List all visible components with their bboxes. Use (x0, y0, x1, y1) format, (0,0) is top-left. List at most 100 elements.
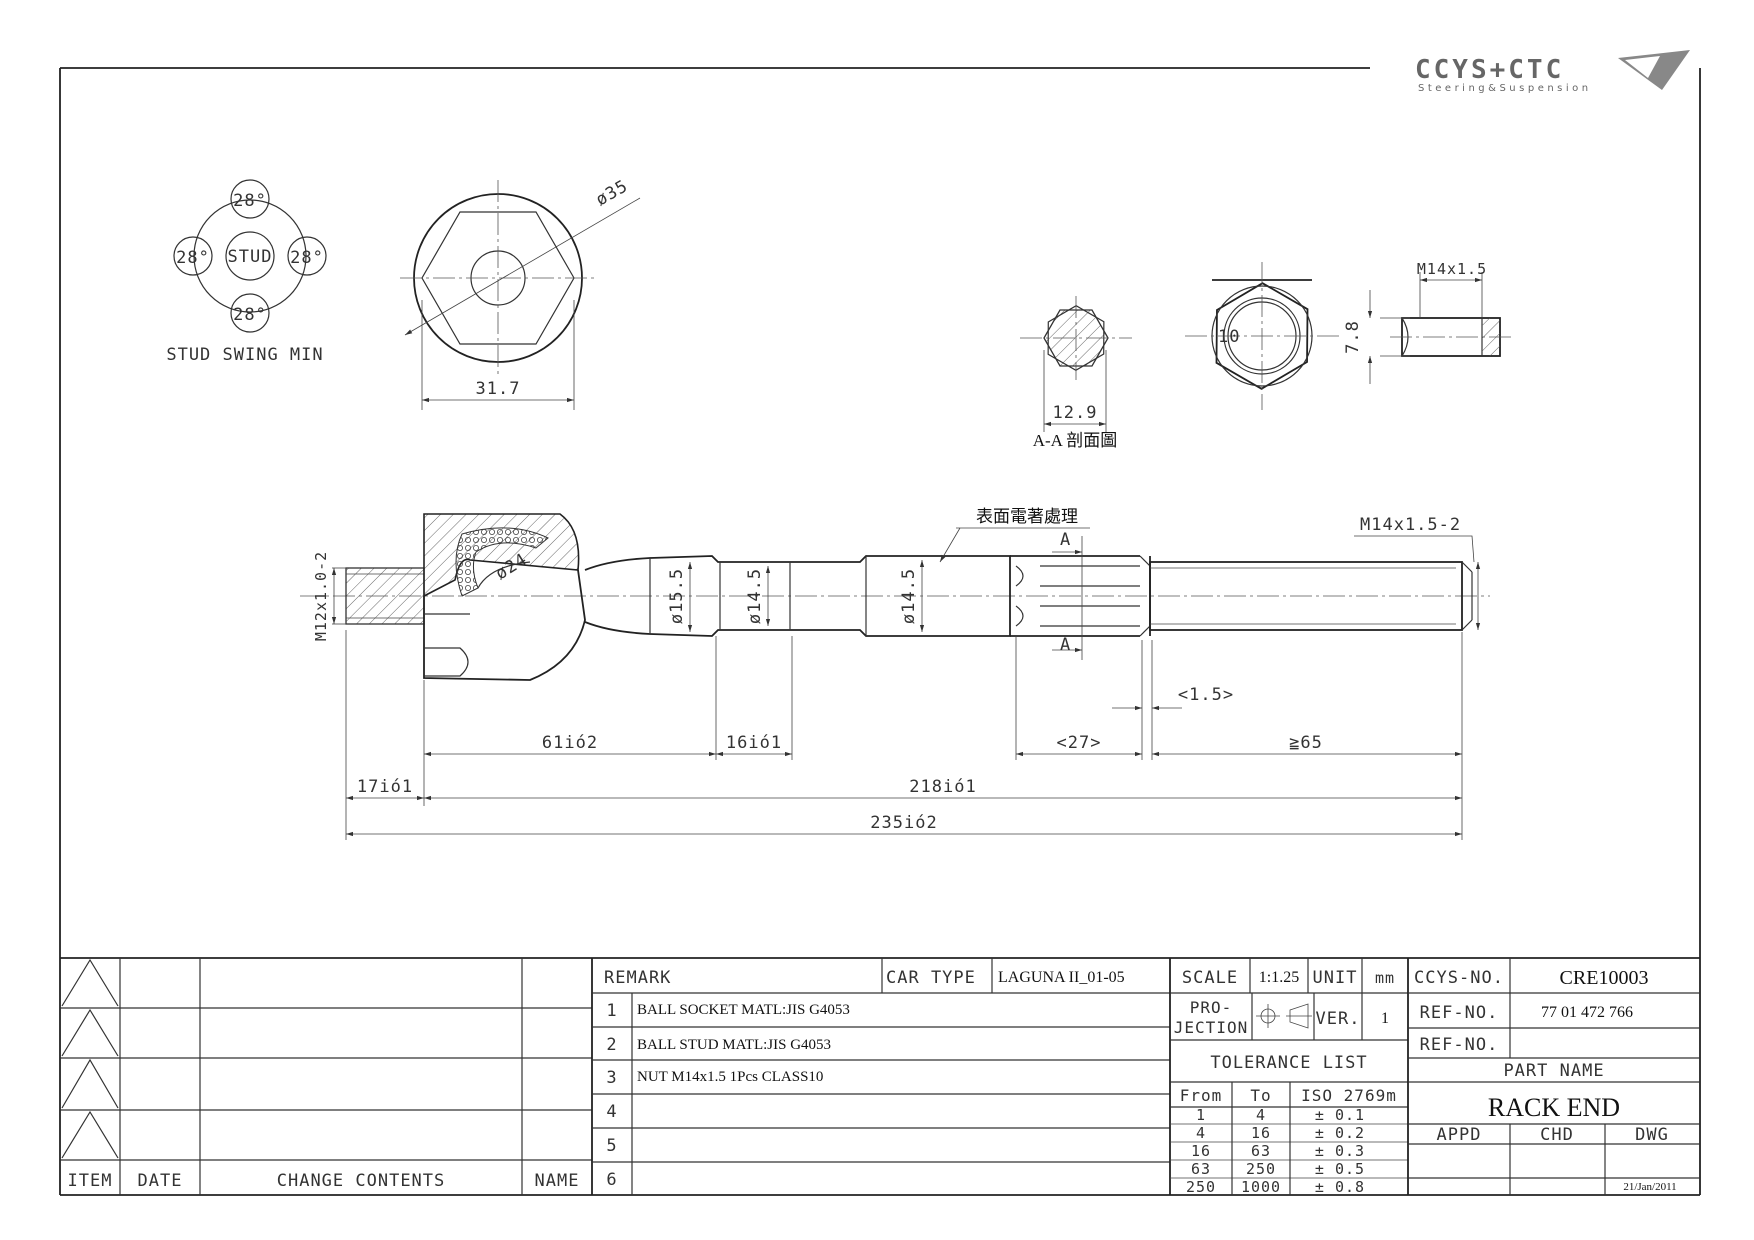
outer-thread-label: M14x1.5-2 (1360, 515, 1461, 535)
rod-dia-1-label: ø15.5 (667, 568, 687, 624)
remark-text-3: NUT M14x1.5 1Pcs CLASS10 (637, 1069, 823, 1085)
dim-235: 235ió2 (870, 813, 937, 833)
remark-no-6: 6 (606, 1170, 617, 1190)
ref-no-value-1: 77 01 472 766 (1541, 1004, 1633, 1021)
tol-header-from: From (1180, 1086, 1223, 1105)
rack-end-main-view: ø24 ø15.5 ø14.5 ø14.5 A A (300, 507, 1490, 840)
tol-row-4-from: 63 (1191, 1160, 1211, 1178)
stud-swing-view: STUD 28° 28° 28° 28° STUD SWING MIN (166, 179, 327, 365)
tol-row-2-val: ± 0.2 (1315, 1124, 1365, 1142)
car-type-value: LAGUNA II_01-05 (998, 969, 1125, 986)
remark-no-2: 2 (606, 1035, 617, 1055)
scale-tolerance-block: SCALE 1:1.25 UNIT mm PRO- JECTION VER. 1… (1170, 958, 1409, 1196)
rod-dia-2-label: ø14.5 (745, 568, 765, 624)
brand-swoosh-icon (1618, 50, 1690, 90)
rev-header-item: ITEM (68, 1171, 113, 1191)
swing-angle-right: 28° (290, 248, 324, 268)
tol-row-2-from: 4 (1196, 1124, 1206, 1142)
dwg-label: DWG (1635, 1125, 1669, 1145)
nut-height-label: 7.8 (1343, 320, 1363, 354)
remark-no-1: 1 (606, 1001, 617, 1021)
socket-width-label: 31.7 (476, 379, 521, 399)
unit-value: mm (1375, 969, 1395, 987)
dim-1-5: <1.5> (1178, 685, 1234, 705)
brand-logo-text: CCYS+CTC (1415, 55, 1564, 85)
tol-row-4-to: 250 (1246, 1160, 1276, 1178)
remark-text-2: BALL STUD MATL:JIS G4053 (637, 1037, 831, 1053)
drawing-date: 21/Jan/2011 (1623, 1181, 1676, 1193)
part-name-value: RACK END (1488, 1093, 1620, 1122)
revision-table: ITEM DATE CHANGE CONTENTS NAME (60, 958, 593, 1195)
swing-angle-bottom: 28° (233, 305, 267, 325)
tol-row-3-from: 16 (1191, 1142, 1211, 1160)
version-label: VER. (1316, 1009, 1361, 1029)
section-mark-bottom: A (1060, 635, 1071, 655)
ccys-no-value: CRE10003 (1560, 967, 1649, 989)
dim-16: 16ió1 (726, 733, 782, 753)
part-name-label: PART NAME (1503, 1061, 1604, 1081)
tol-header-iso: ISO 2769m (1301, 1086, 1397, 1105)
swing-angle-left: 28° (176, 248, 210, 268)
tol-header-to: To (1250, 1086, 1271, 1105)
tol-row-3-to: 63 (1251, 1142, 1271, 1160)
tol-row-1-from: 1 (1196, 1106, 1206, 1124)
title-block: ITEM DATE CHANGE CONTENTS NAME REMARK CA… (60, 957, 1700, 1196)
socket-dia-label: ø35 (593, 176, 632, 210)
unit-label: UNIT (1313, 968, 1358, 988)
tolerance-rows: 1 4 ± 0.1 4 16 ± 0.2 16 63 ± 0.3 63 250 … (1186, 1106, 1365, 1196)
dim-27: <27> (1057, 733, 1102, 753)
nut-side-view: 7.8 M14x1.5 (1343, 260, 1512, 384)
brand-logo: CCYS+CTC Steering&Suspension (1415, 50, 1690, 94)
remark-no-3: 3 (606, 1068, 617, 1088)
tol-row-3-val: ± 0.3 (1315, 1142, 1365, 1160)
stud-swing-caption: STUD SWING MIN (166, 345, 323, 365)
version-value: 1 (1381, 1010, 1389, 1027)
chd-label: CHD (1540, 1125, 1574, 1145)
inner-thread-label: M12x1.0-2 (312, 551, 330, 641)
socket-end-view: ø35 31.7 (400, 176, 641, 410)
ccys-no-label: CCYS-NO. (1414, 968, 1504, 988)
tol-row-5-val: ± 0.8 (1315, 1178, 1365, 1196)
projection-label-1: PRO- (1190, 998, 1233, 1017)
nut-hex-label: 10 (1218, 327, 1240, 347)
remark-label: REMARK (604, 968, 671, 988)
dim-17: 17ió1 (357, 777, 413, 797)
section-a-a-view: 12.9 A-A 剖面圖 (1020, 296, 1132, 450)
dim-218: 218ió1 (909, 777, 976, 797)
tolerance-title: TOLERANCE LIST (1210, 1053, 1367, 1073)
scale-label: SCALE (1182, 968, 1238, 988)
remark-no-5: 5 (606, 1136, 617, 1156)
dim-61: 61ió2 (542, 733, 598, 753)
tol-row-2-to: 16 (1251, 1124, 1271, 1142)
tol-row-5-to: 1000 (1241, 1178, 1281, 1196)
appd-label: APPD (1437, 1125, 1482, 1145)
tol-row-5-from: 250 (1186, 1178, 1216, 1196)
remark-no-4: 4 (606, 1102, 617, 1122)
ref-no-label-2: REF-NO. (1420, 1035, 1499, 1055)
section-width-label: 12.9 (1053, 403, 1098, 423)
tol-row-4-val: ± 0.5 (1315, 1160, 1365, 1178)
section-caption: A-A 剖面圖 (1033, 431, 1118, 450)
scale-value: 1:1.25 (1259, 969, 1299, 986)
nut-front-view: 10 (1185, 262, 1340, 410)
brand-tagline: Steering&Suspension (1418, 83, 1592, 94)
rev-header-change: CHANGE CONTENTS (277, 1171, 446, 1191)
stud-label: STUD (228, 247, 273, 267)
section-mark-top: A (1060, 530, 1071, 550)
swing-angle-top: 28° (233, 191, 267, 211)
ref-no-label-1: REF-NO. (1420, 1003, 1499, 1023)
tol-row-1-to: 4 (1256, 1106, 1266, 1124)
rod-dia-3-label: ø14.5 (899, 568, 919, 624)
tol-row-1-val: ± 0.1 (1315, 1106, 1365, 1124)
sheet-border (59, 67, 1701, 1196)
remark-text-1: BALL SOCKET MATL:JIS G4053 (637, 1002, 850, 1018)
rev-header-name: NAME (535, 1171, 580, 1191)
part-id-block: CCYS-NO. CRE10003 REF-NO. 77 01 472 766 … (1408, 958, 1700, 1195)
nut-thread-label: M14x1.5 (1417, 260, 1487, 278)
remarks-table: REMARK CAR TYPE LAGUNA II_01-05 1 BALL S… (592, 958, 1171, 1195)
projection-label-2: JECTION (1174, 1018, 1248, 1037)
car-type-label: CAR TYPE (886, 968, 976, 988)
dim-65: ≧65 (1289, 733, 1323, 753)
surface-treatment-note: 表面電著處理 (976, 507, 1078, 526)
